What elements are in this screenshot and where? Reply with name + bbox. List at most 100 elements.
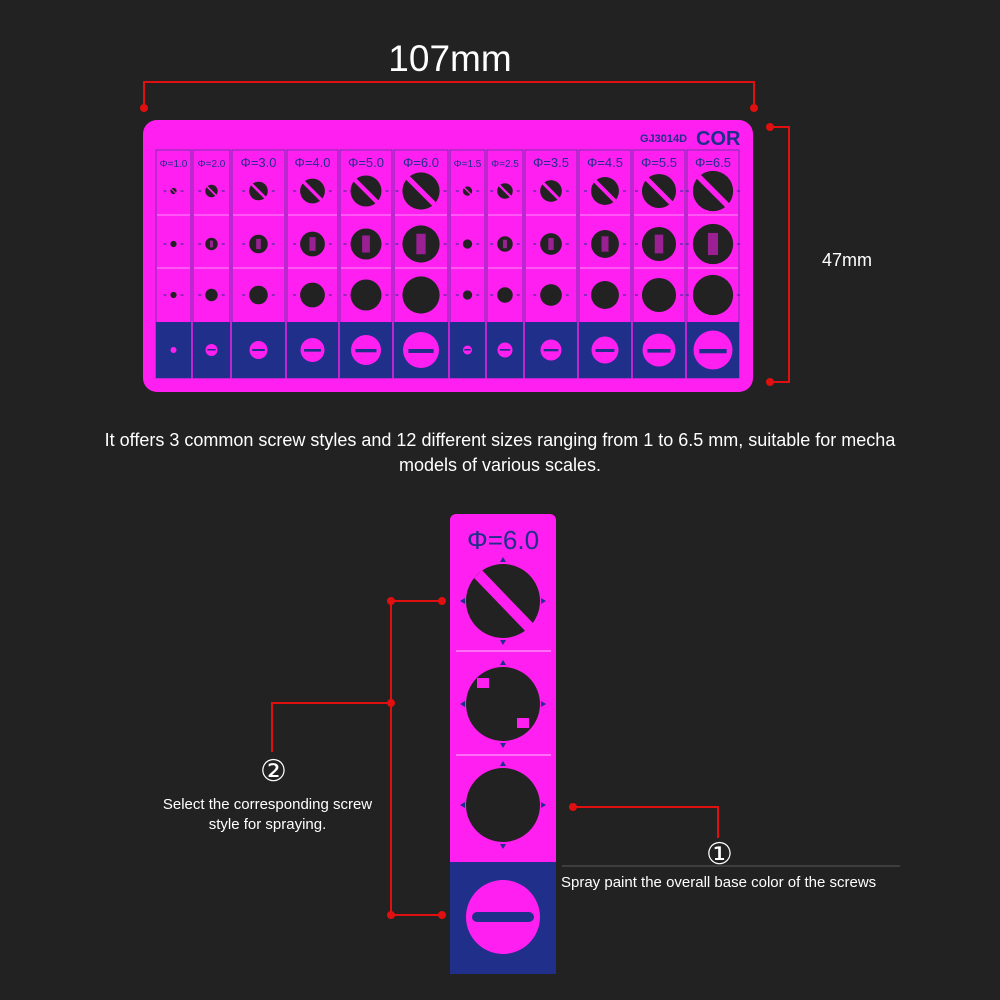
- step-2-leader-line: [271, 702, 391, 752]
- socket-screw-hole: [462, 239, 473, 249]
- alignment-tick: [500, 640, 506, 645]
- screw-head-slot: [472, 912, 534, 922]
- socket-notch: [503, 239, 507, 249]
- step-1-leader-line: [573, 806, 719, 838]
- socket-notch: [517, 718, 529, 728]
- size-label: Φ=5.5: [641, 155, 677, 170]
- round-screw-hole: [350, 279, 382, 311]
- size-label: Φ=4.0: [294, 155, 330, 170]
- socket-notch: [362, 235, 370, 253]
- step-2-number: ②: [260, 755, 287, 788]
- dimension-dot: [140, 104, 148, 112]
- stencil-column-phi-3.0: Φ=3.0: [231, 149, 286, 379]
- style-bracket-line: [390, 600, 442, 916]
- detail-strip: Φ=6.0: [450, 514, 556, 974]
- brand-logo: COR: [696, 128, 741, 150]
- round-screw-hole: [497, 287, 513, 303]
- slot-bar: [463, 187, 472, 195]
- alignment-tick: [500, 743, 506, 748]
- slot-bar: [301, 180, 324, 202]
- step-1-number: ①: [706, 838, 733, 871]
- screw-head-slot: [304, 349, 321, 352]
- alignment-tick: [541, 701, 546, 707]
- size-label: Φ=1.0: [160, 159, 188, 170]
- size-label: Φ=2.0: [198, 159, 226, 170]
- annotation-dot: [387, 597, 395, 605]
- socket-notch: [601, 236, 609, 252]
- stencil-column-phi-4.5: Φ=4.5: [578, 149, 632, 379]
- stencil-column-phi-2.5: Φ=2.5: [486, 149, 524, 379]
- screw-head-slot: [355, 349, 377, 353]
- annotation-dot: [387, 911, 395, 919]
- annotation-dot: [438, 911, 446, 919]
- size-label: Φ=1.5: [454, 159, 482, 170]
- stencil-column-phi-3.5: Φ=3.5: [524, 149, 578, 379]
- round-screw-hole: [300, 282, 325, 308]
- stencil-column-phi-1.5: Φ=1.5: [449, 149, 486, 379]
- round-screw-hole: [249, 285, 268, 305]
- product-caption: It offers 3 common screw styles and 12 d…: [104, 430, 896, 475]
- step-2-text: Select the corresponding screw style for…: [162, 796, 373, 833]
- round-screw-hole: [402, 276, 440, 314]
- size-label: Φ=6.5: [695, 155, 731, 170]
- detail-size-label: Φ=6.0: [467, 525, 539, 555]
- round-screw-hole: [205, 288, 218, 302]
- round-screw-hole: [170, 291, 177, 299]
- slot-bar: [250, 183, 267, 199]
- height-dimension-line: [770, 126, 790, 383]
- size-label: Φ=3.5: [533, 155, 569, 170]
- screw-head-slot: [408, 349, 434, 353]
- slot-bar: [644, 176, 674, 206]
- stencil-column-phi-4.0: Φ=4.0: [286, 149, 339, 379]
- socket-notch: [256, 238, 261, 250]
- socket-notch: [209, 240, 214, 248]
- slot-bar: [206, 185, 217, 197]
- product-code: GJ3014D: [640, 133, 687, 145]
- stencil-column-phi-6.0: Φ=6.0: [393, 149, 449, 379]
- socket-notch: [309, 237, 316, 251]
- screw-head-slot: [252, 349, 265, 351]
- size-label: Φ=3.0: [240, 155, 276, 170]
- screw-head-slot: [647, 349, 671, 353]
- alignment-tick: [500, 660, 506, 665]
- round-screw-hole: [591, 281, 619, 309]
- alignment-tick: [500, 761, 506, 766]
- screw-head: [170, 347, 177, 353]
- alignment-tick: [460, 598, 465, 604]
- screw-head-slot: [499, 349, 511, 351]
- stencil-column-phi-1.0: Φ=1.0: [155, 149, 192, 379]
- round-screw-hole: [641, 277, 677, 313]
- alignment-tick: [541, 802, 546, 808]
- dimension-dot: [766, 378, 774, 386]
- dimension-dot: [766, 123, 774, 131]
- socket-screw-hole: [170, 240, 177, 248]
- alignment-tick: [500, 844, 506, 849]
- size-label: Φ=6.0: [403, 155, 439, 170]
- socket-notch: [477, 678, 489, 688]
- slot-bar: [405, 175, 437, 207]
- width-dimension-line: [143, 81, 755, 108]
- alignment-tick: [460, 701, 465, 707]
- screw-head-slot: [543, 349, 559, 352]
- screw-head-slot: [207, 349, 216, 351]
- height-dimension-label: 47mm: [822, 250, 873, 270]
- socket-notch: [416, 233, 426, 255]
- slot-bar: [474, 570, 534, 632]
- round-screw-hole: [540, 284, 562, 306]
- slot-bar: [352, 177, 380, 205]
- screw-head-slot: [464, 349, 471, 351]
- size-label: Φ=5.0: [348, 155, 384, 170]
- slot-bar: [170, 188, 177, 194]
- size-label: Φ=4.5: [587, 155, 623, 170]
- screw-head-slot: [699, 349, 727, 354]
- slot-bar: [541, 181, 561, 201]
- step-1-text: Spray paint the overall base color of th…: [561, 874, 877, 891]
- alignment-tick: [460, 802, 465, 808]
- alignment-tick: [541, 598, 546, 604]
- round-screw-hole: [692, 274, 734, 316]
- annotation-dot: [438, 597, 446, 605]
- round-screw-hole: [466, 768, 540, 842]
- slot-bar: [593, 179, 617, 203]
- socket-notch: [548, 238, 554, 250]
